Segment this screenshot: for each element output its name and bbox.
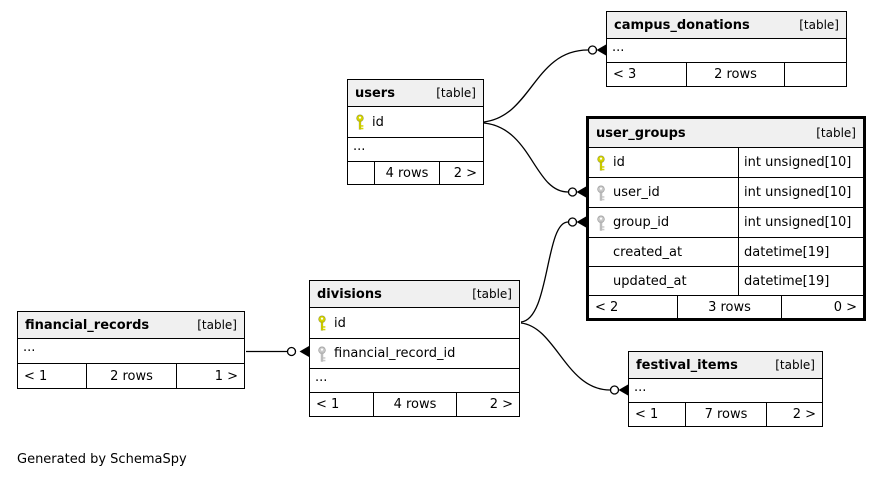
table-user_groups[interactable]: user_groups [table] id int unsigned[10] … — [586, 116, 866, 321]
table-header: festival_items [table] — [629, 352, 822, 379]
stat-implied-parents: 2 > — [792, 407, 816, 422]
table-campus_donations[interactable]: campus_donations [table] ... < 3 2 rows — [606, 11, 847, 87]
column-row-group_id: group_id int unsigned[10] — [589, 208, 863, 238]
column-row-id: id int unsigned[10] — [589, 148, 863, 178]
rel-divisions-festival_items-line — [520, 322, 611, 391]
table-title-link[interactable]: financial_records — [25, 317, 150, 333]
table-title-link[interactable]: festival_items — [636, 357, 738, 373]
stat-row-count: 3 rows — [677, 296, 782, 318]
zero-or-more-dot — [286, 346, 297, 357]
table-festival_items[interactable]: festival_items [table] ... < 1 7 rows 2 … — [628, 351, 823, 427]
table-divisions[interactable]: divisions [table] id financial_record_id… — [309, 280, 520, 417]
columns-ellipsis: ... — [310, 369, 519, 393]
column-name: financial_record_id — [334, 346, 456, 361]
table-stats: 4 rows 2 > — [348, 162, 483, 184]
zero-or-more-dot — [587, 45, 598, 55]
stat-implied-parents: 1 > — [214, 368, 238, 384]
fk-arrowhead — [299, 346, 309, 357]
fk-arrowhead — [618, 384, 628, 396]
primary-key-icon — [596, 155, 606, 171]
table-type-badge: [table] — [816, 126, 856, 140]
stat-implied-parents: 2 > — [489, 397, 513, 412]
foreign-key-icon — [596, 215, 606, 231]
table-type-badge: [table] — [775, 358, 815, 372]
table-header: users [table] — [348, 80, 483, 107]
zero-or-more-dot — [567, 217, 578, 227]
column-type: int unsigned[10] — [738, 148, 863, 177]
column-type: int unsigned[10] — [738, 178, 863, 207]
table-title-link[interactable]: campus_donations — [614, 17, 750, 33]
stat-implied-parents: 0 > — [833, 299, 857, 315]
table-header: financial_records [table] — [18, 312, 244, 339]
column-row-user_id: user_id int unsigned[10] — [589, 178, 863, 208]
columns-ellipsis: ... — [629, 379, 822, 403]
table-stats: < 2 3 rows 0 > — [589, 296, 863, 318]
table-type-badge: [table] — [799, 18, 839, 32]
column-name: id — [372, 114, 384, 130]
column-type: datetime[19] — [738, 267, 863, 295]
primary-key-icon — [355, 114, 365, 130]
stat-implied-children: < 3 — [613, 67, 637, 82]
columns-ellipsis: ... — [607, 39, 846, 63]
stat-implied-children: < 1 — [635, 407, 659, 422]
table-stats: < 3 2 rows — [607, 63, 846, 86]
table-type-badge: [table] — [197, 318, 237, 332]
fk-arrowhead — [576, 186, 586, 198]
stat-implied-children — [348, 162, 374, 184]
column-type: int unsigned[10] — [738, 208, 863, 237]
stat-row-count: 2 rows — [86, 364, 177, 388]
foreign-key-icon — [596, 185, 606, 201]
zero-or-more-dot — [609, 385, 620, 395]
stat-row-count: 2 rows — [686, 63, 785, 86]
column-row-id: id — [348, 107, 483, 138]
column-name: user_id — [613, 185, 660, 200]
stat-implied-parents — [785, 63, 846, 86]
fk-arrowhead — [596, 44, 606, 56]
column-row-created_at: created_at datetime[19] — [589, 238, 863, 267]
column-name: created_at — [613, 244, 683, 260]
column-type: datetime[19] — [738, 238, 863, 266]
table-title-link[interactable]: divisions — [317, 286, 382, 302]
stat-row-count: 4 rows — [374, 162, 440, 184]
table-title-link[interactable]: users — [355, 85, 395, 101]
column-row-id: id — [310, 308, 519, 339]
stat-row-count: 7 rows — [685, 403, 767, 426]
stat-row-count: 4 rows — [373, 393, 457, 416]
stat-implied-parents: 2 > — [453, 165, 477, 181]
generator-note: Generated by SchemaSpy — [17, 452, 187, 467]
columns-ellipsis: ... — [18, 339, 244, 364]
table-header: divisions [table] — [310, 281, 519, 308]
table-financial_records[interactable]: financial_records [table] ... < 1 2 rows… — [17, 311, 245, 389]
table-title-link[interactable]: user_groups — [596, 125, 686, 141]
zero-or-more-dot — [567, 187, 578, 197]
stat-implied-children: < 1 — [24, 368, 48, 384]
table-type-badge: [table] — [436, 86, 476, 100]
column-row-financial_record_id: financial_record_id — [310, 339, 519, 369]
stat-implied-children: < 1 — [316, 397, 340, 412]
foreign-key-icon — [317, 346, 327, 362]
column-row-updated_at: updated_at datetime[19] — [589, 267, 863, 296]
rel-users-campus_donations-line — [483, 49, 589, 123]
stat-implied-children: < 2 — [595, 299, 619, 315]
column-name: id — [613, 155, 625, 170]
table-users[interactable]: users [table] id ... 4 rows 2 > — [347, 79, 484, 185]
table-header: campus_donations [table] — [607, 12, 846, 39]
primary-key-icon — [317, 315, 327, 331]
fk-arrowhead — [576, 216, 586, 228]
table-stats: < 1 7 rows 2 > — [629, 403, 822, 426]
columns-ellipsis: ... — [348, 138, 483, 162]
table-type-badge: [table] — [472, 287, 512, 301]
table-stats: < 1 4 rows 2 > — [310, 393, 519, 416]
table-stats: < 1 2 rows 1 > — [18, 364, 244, 388]
table-header: user_groups [table] — [589, 119, 863, 148]
column-name: id — [334, 315, 346, 331]
rel-users-user_groups-line — [483, 122, 569, 193]
column-name: updated_at — [613, 273, 687, 289]
rel-divisions-user_groups-line — [520, 221, 569, 323]
column-name: group_id — [613, 215, 670, 230]
